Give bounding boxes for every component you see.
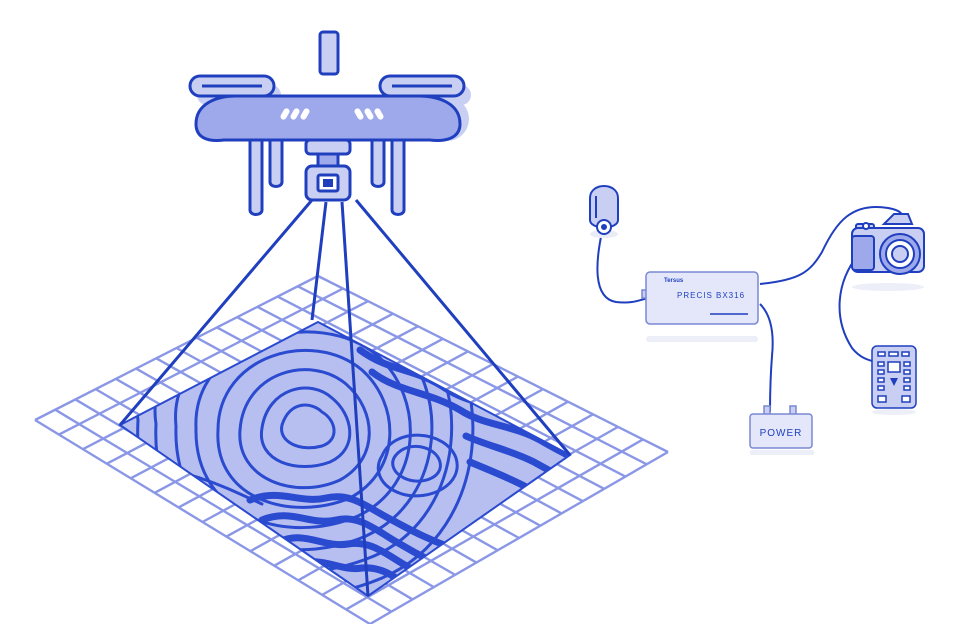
drone-leg-left bbox=[248, 138, 264, 216]
grid-line bbox=[345, 438, 644, 611]
power-supply: POWER bbox=[749, 405, 814, 455]
drone-leg-right bbox=[390, 138, 406, 216]
gimbal-arm bbox=[316, 152, 340, 168]
scan-beams bbox=[118, 199, 572, 597]
receiver-system: Tersus PRECIS BX316 bbox=[589, 185, 925, 455]
terrain-map bbox=[118, 320, 572, 598]
cable-camera bbox=[759, 205, 904, 285]
grid-line bbox=[297, 285, 648, 466]
flight-controller-icon bbox=[871, 345, 917, 415]
contour-lines-hill bbox=[376, 433, 459, 498]
beam-south bbox=[340, 201, 370, 597]
drone-body bbox=[194, 94, 462, 142]
drone-icon bbox=[188, 30, 471, 216]
grid-line bbox=[277, 295, 626, 478]
cable-antenna bbox=[596, 231, 649, 304]
cable-power bbox=[759, 303, 774, 413]
receiver-model-label: PRECIS BX316 bbox=[677, 291, 745, 300]
receiver-brand: Tersus bbox=[664, 278, 684, 284]
beam-west bbox=[118, 199, 314, 426]
gimbal-mount bbox=[304, 138, 352, 156]
dslr-camera-icon bbox=[851, 213, 925, 291]
grid-line bbox=[369, 450, 669, 624]
terrain-base bbox=[120, 322, 570, 596]
cables bbox=[596, 205, 904, 413]
power-label: POWER bbox=[760, 428, 803, 439]
cable-controller bbox=[838, 249, 877, 363]
beam-east bbox=[354, 199, 572, 456]
beam-north bbox=[310, 201, 328, 321]
receiver-device: Tersus PRECIS BX316 bbox=[641, 271, 759, 342]
gnss-antenna-icon bbox=[589, 185, 619, 238]
drone-antenna bbox=[318, 30, 340, 76]
drone-vents bbox=[280, 108, 384, 120]
